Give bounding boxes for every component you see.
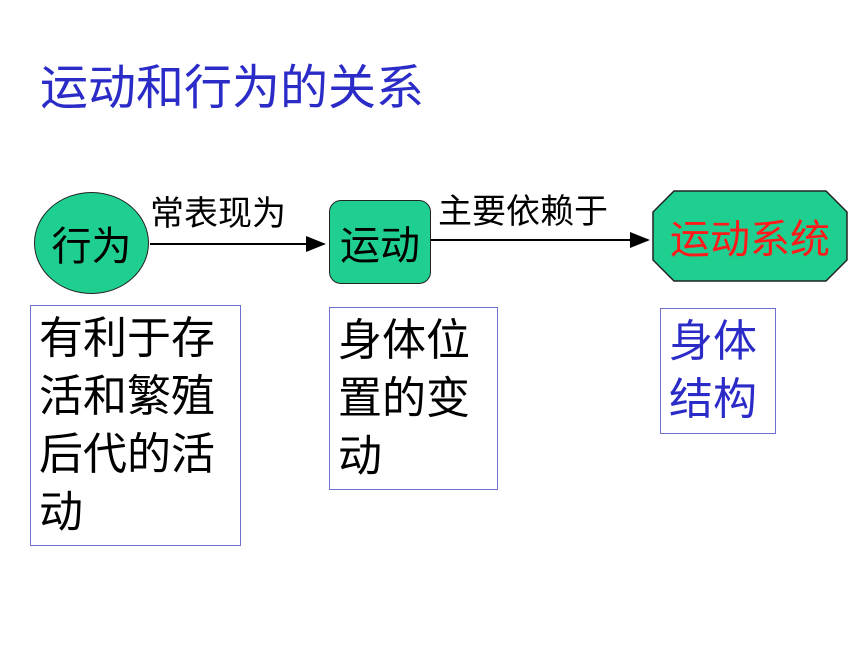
edge-label-behavior-to-movement: 常表现为 bbox=[150, 194, 286, 234]
edge-label-movement-to-system: 主要依赖于 bbox=[438, 192, 608, 232]
system-note-line-1: 身体 bbox=[669, 316, 757, 367]
system-note: 身体 结构 bbox=[660, 308, 776, 434]
movement-note-line-3: 动 bbox=[338, 431, 382, 482]
behavior-node-label: 行为 bbox=[51, 224, 132, 270]
movement-note-line-1: 身体位 bbox=[338, 315, 470, 366]
behavior-note-line-1: 有利于存 bbox=[39, 313, 215, 364]
behavior-note-line-2: 活和繁殖 bbox=[39, 371, 215, 422]
system-node: 运动系统 bbox=[652, 190, 848, 282]
system-node-label: 运动系统 bbox=[670, 217, 830, 263]
movement-node-label: 运动 bbox=[340, 223, 420, 269]
movement-note: 身体位 置的变 动 bbox=[329, 307, 498, 490]
behavior-note-line-4: 动 bbox=[39, 487, 83, 538]
movement-node: 运动 bbox=[329, 200, 431, 284]
system-note-line-2: 结构 bbox=[669, 374, 757, 425]
slide-title: 运动和行为的关系 bbox=[40, 60, 425, 116]
system-node-shape bbox=[652, 190, 848, 282]
movement-note-line-2: 置的变 bbox=[338, 373, 470, 424]
behavior-note-line-3: 后代的活 bbox=[39, 429, 215, 480]
behavior-note: 有利于存 活和繁殖 后代的活 动 bbox=[30, 305, 241, 546]
behavior-node: 行为 bbox=[34, 192, 149, 294]
